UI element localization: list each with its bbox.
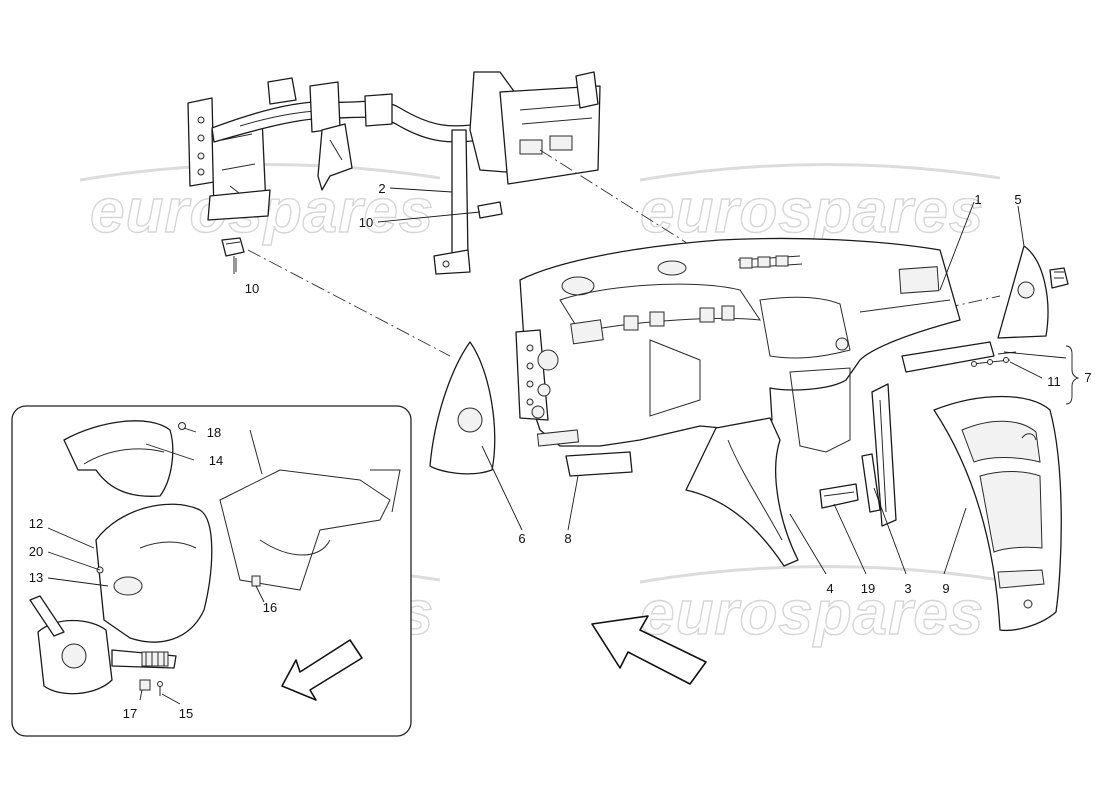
clip-part-10-upper bbox=[477, 201, 503, 219]
callout-2: 2 bbox=[378, 181, 385, 196]
callout-8: 8 bbox=[564, 531, 571, 546]
callout-13: 13 bbox=[29, 570, 43, 585]
callout-10-upper: 10 bbox=[359, 215, 373, 230]
small-bracket bbox=[819, 483, 859, 509]
callout-19: 19 bbox=[861, 581, 875, 596]
knee-panel bbox=[685, 417, 799, 567]
callout-4: 4 bbox=[826, 581, 833, 596]
callout-18: 18 bbox=[207, 425, 221, 440]
steering-column-inset bbox=[11, 405, 412, 737]
direction-arrow-inset bbox=[281, 639, 363, 701]
callout-14: 14 bbox=[209, 453, 223, 468]
callout-12: 12 bbox=[29, 516, 43, 531]
left-end-cap bbox=[429, 341, 496, 475]
callouts: 1 2 3 4 5 6 7 8 9 10 10 11 12 13 14 15 1… bbox=[29, 181, 1092, 721]
leader-lines bbox=[47, 187, 1067, 705]
callout-17: 17 bbox=[123, 706, 137, 721]
callout-6: 6 bbox=[518, 531, 525, 546]
watermark-top-right: eurospares bbox=[640, 177, 984, 246]
upper-shroud bbox=[63, 420, 174, 497]
dashboard-panel bbox=[515, 237, 961, 453]
console-bezel bbox=[933, 395, 1062, 632]
callout-5: 5 bbox=[1014, 192, 1021, 207]
callout-11: 11 bbox=[1047, 374, 1061, 389]
callout-10-lower: 10 bbox=[245, 281, 259, 296]
callout-7: 7 bbox=[1084, 370, 1091, 385]
callout-9: 9 bbox=[942, 581, 949, 596]
lower-shroud bbox=[95, 503, 213, 643]
callout-20: 20 bbox=[29, 544, 43, 559]
vertical-bracket bbox=[861, 383, 897, 527]
callout-3: 3 bbox=[904, 581, 911, 596]
watermark-bottom-right: eurospares bbox=[640, 579, 984, 648]
trim-strip bbox=[901, 341, 1017, 373]
callout-1: 1 bbox=[974, 192, 981, 207]
small-trim-panel bbox=[565, 451, 633, 477]
clip-part-10-lower bbox=[221, 237, 245, 257]
right-end-cap bbox=[997, 245, 1069, 339]
callout-16: 16 bbox=[263, 600, 277, 615]
callout-brace-7 bbox=[1065, 345, 1080, 405]
direction-arrow-right bbox=[591, 615, 707, 685]
callout-15: 15 bbox=[179, 706, 193, 721]
cross-car-beam bbox=[187, 71, 601, 275]
